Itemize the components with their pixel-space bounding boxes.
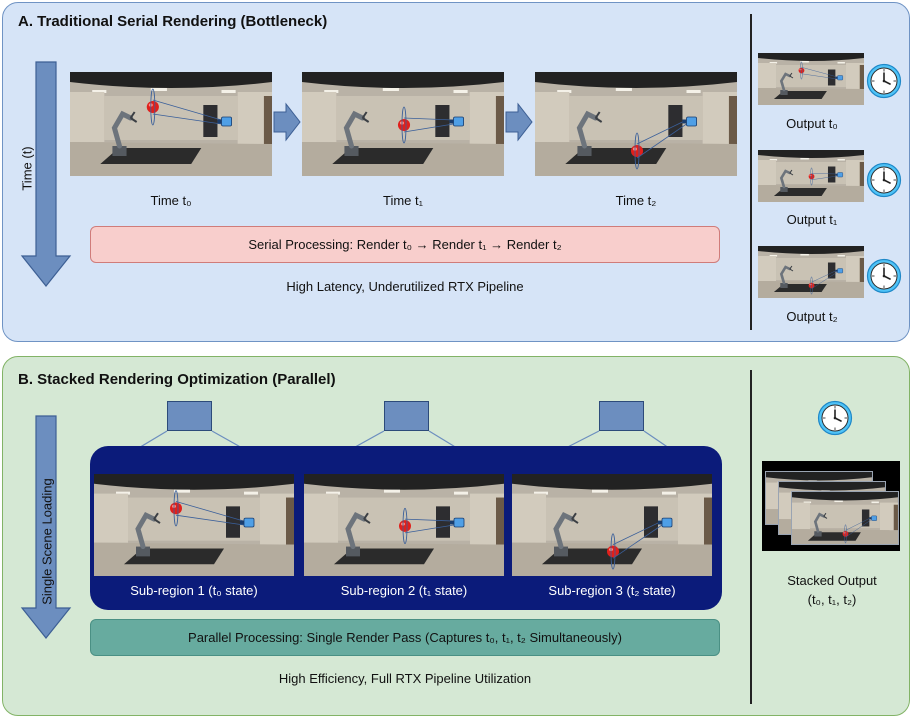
divider-line (750, 370, 752, 704)
serial-processing-bar: Serial Processing: Render t₀ → Render t₁… (90, 226, 720, 263)
robot-arm-icon (779, 169, 794, 192)
right-arrow-icon (273, 102, 301, 142)
subregion-2-frame (304, 474, 504, 576)
panel-a-title: A. Traditional Serial Rendering (Bottlen… (18, 13, 328, 30)
panel-b-caption: High Efficiency, Full RTX Pipeline Utili… (278, 671, 532, 686)
output-thumbnail-t0 (758, 53, 864, 105)
camera-block-1 (167, 401, 212, 431)
robot-arm-icon (813, 512, 828, 537)
robot-arm-icon (345, 511, 371, 557)
panel-b-title: B. Stacked Rendering Optimization (Paral… (18, 371, 336, 388)
output-label-t2: Output t₂ (786, 309, 838, 324)
scene-frame-t1 (302, 72, 504, 176)
camera-icon (835, 172, 844, 178)
frame-label-t0: Time t₀ (150, 193, 192, 208)
parallel-processing-bar: Parallel Processing: Single Render Pass … (90, 619, 720, 656)
robot-arm-icon (779, 265, 794, 288)
robot-arm-icon (576, 110, 603, 156)
divider-line (750, 14, 752, 330)
camera-icon (835, 268, 844, 274)
camera-block-3 (599, 401, 644, 431)
down-arrow-icon (20, 61, 72, 287)
camera-icon (240, 517, 255, 528)
camera-icon (217, 116, 233, 127)
stacked-layer-t2 (791, 491, 899, 545)
subregion-3-label: Sub-region 3 (t₂ state) (548, 583, 676, 598)
camera-icon (682, 116, 698, 127)
robot-arm-icon (343, 110, 370, 156)
camera-icon (449, 116, 465, 127)
output-label-t1: Output t₁ (786, 212, 838, 227)
camera-icon (869, 515, 877, 521)
frame-label-t2: Time t₂ (615, 193, 657, 208)
subregion-1-frame (94, 474, 294, 576)
camera-block-2 (384, 401, 429, 431)
scene-frame-t0 (70, 72, 272, 176)
panel-a-caption: High Latency, Underutilized RTX Pipeline (286, 279, 524, 294)
output-thumbnail-t2 (758, 246, 864, 298)
robot-arm-icon (553, 511, 579, 557)
scene-frame-t2 (535, 72, 737, 176)
clock-icon (866, 63, 902, 99)
output-label-t0: Output t₀ (786, 116, 838, 131)
frame-label-t1: Time t₁ (382, 193, 423, 208)
camera-icon (835, 75, 844, 81)
right-arrow-icon (505, 102, 533, 142)
stacked-output-label: Stacked Output (787, 573, 877, 588)
camera-icon (658, 517, 673, 528)
subregion-3-frame (512, 474, 712, 576)
time-axis-label: Time (t) (19, 146, 35, 191)
camera-icon (450, 517, 465, 528)
subregion-2-label: Sub-region 2 (t₁ state) (340, 583, 468, 598)
robot-arm-icon (135, 511, 161, 557)
clock-icon (866, 258, 902, 294)
down-arrow-icon (20, 415, 72, 639)
stacked-output-states: (t₀, t₁, t₂) (807, 592, 857, 607)
clock-icon (817, 400, 853, 436)
robot-arm-icon (111, 110, 138, 156)
clock-icon (866, 162, 902, 198)
subregion-1-label: Sub-region 1 (t₀ state) (130, 583, 258, 598)
robot-arm-icon (779, 72, 794, 95)
scene-loading-label: Single Scene Loading (39, 478, 55, 605)
output-thumbnail-t1 (758, 150, 864, 202)
